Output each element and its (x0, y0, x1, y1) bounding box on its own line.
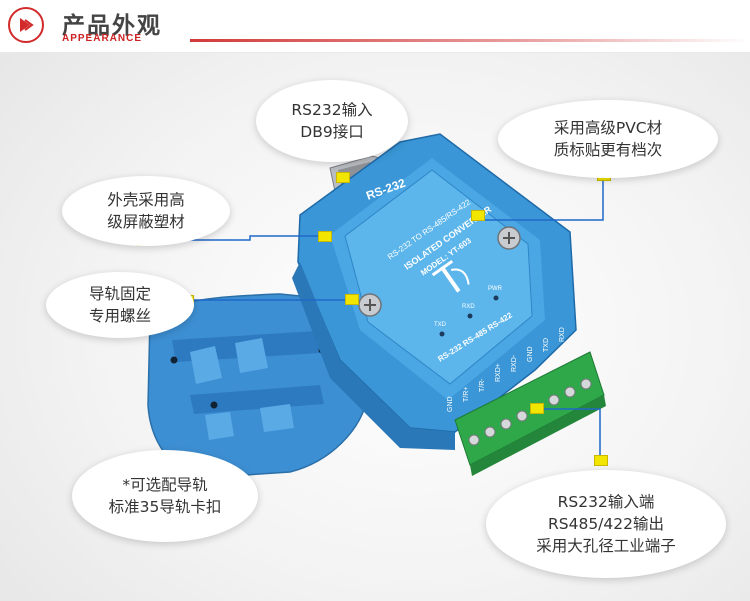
mounting-screws (358, 226, 521, 317)
led-label-pwr: PWR (488, 286, 503, 292)
callout-line: 导轨固定 (88, 285, 151, 303)
marker-rs232-input (336, 172, 350, 183)
callout-line: 采用高级PVC材 (553, 119, 663, 137)
marker-pvc-label-body (471, 210, 485, 221)
led-indicators: TXD RXD PWR (434, 286, 503, 337)
pin-label: T/R+ (463, 387, 470, 402)
brand-mark (431, 259, 470, 293)
led-label-rxd: RXD (462, 304, 475, 310)
header: 产品外观 APPEARANCE (0, 0, 750, 53)
callout-rail-clip: *可选配导轨 标准35导轨卡扣 (72, 450, 258, 542)
converter-body (292, 133, 577, 450)
pin-label: T/R- (479, 378, 486, 392)
callout-pvc-label: 采用高级PVC材 质标贴更有档次 (498, 100, 718, 178)
pin-label: GND (447, 396, 454, 412)
callout-line: 质标贴更有档次 (553, 141, 663, 159)
callout-line: *可选配导轨 (122, 476, 208, 494)
marker-terminals (594, 455, 608, 466)
callout-line: RS485/422输出 (547, 515, 664, 533)
callout-line: RS232输入 (291, 101, 373, 119)
chevron-right-icon (8, 7, 44, 43)
callout-line: 标准35导轨卡扣 (108, 498, 222, 516)
pin-labels: GND T/R+ T/R- RXD+ RXD- GND TXD RXD (447, 327, 566, 412)
pin-label: GND (527, 346, 534, 362)
marker-shell-body (318, 231, 332, 242)
pin-label: TXD (543, 338, 550, 352)
title-underline (190, 39, 750, 42)
led-label-txd: TXD (434, 322, 447, 328)
callout-shell: 外壳采用高 级屏蔽塑材 (62, 176, 230, 246)
callout-line: 专用螺丝 (88, 307, 151, 325)
marker-rail-screw (345, 294, 359, 305)
led-txd (439, 331, 445, 337)
callout-line: DB9接口 (300, 123, 364, 141)
callout-line: 采用大孔径工业端子 (536, 537, 676, 555)
pin-label: RXD- (511, 354, 518, 372)
callout-rs232-input: RS232输入 DB9接口 (256, 80, 408, 162)
callout-line: 外壳采用高 (107, 191, 185, 209)
terminal-block (454, 351, 606, 476)
callout-rail-screw: 导轨固定 专用螺丝 (46, 272, 194, 338)
callout-line: 级屏蔽塑材 (107, 213, 185, 231)
pin-label: RXD+ (495, 363, 502, 382)
callout-terminals: RS232输入端 RS485/422输出 采用大孔径工业端子 (486, 470, 726, 578)
marker-terminals-body (530, 403, 544, 414)
led-rxd (467, 313, 473, 319)
led-pwr (493, 295, 499, 301)
callout-line: RS232输入端 (557, 493, 655, 511)
page-title: 产品外观 (62, 13, 162, 39)
pin-label: RXD (559, 327, 566, 342)
page-subtitle: APPEARANCE (62, 33, 143, 44)
leader-lines (143, 178, 604, 460)
